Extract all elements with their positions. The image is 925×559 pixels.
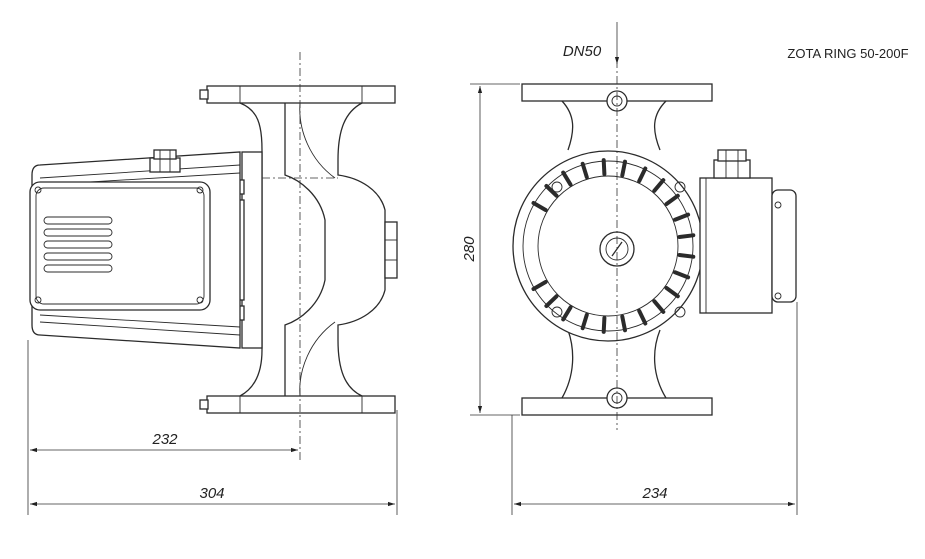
control-box [29,181,211,311]
cooling-fin [637,166,648,184]
stator-plate [241,151,263,349]
cooling-fin [601,315,607,334]
cooling-fin [601,158,607,177]
dimension-lines [27,22,798,515]
top-flange [206,85,396,104]
cooling-fin [637,308,648,326]
cooling-fin [677,233,696,239]
front-view [512,60,797,430]
dim-304-label: 304 [199,485,224,502]
bottom-flange [206,395,396,414]
dn-label: DN50 [563,43,602,60]
cooling-fin [664,193,680,206]
terminal-box [699,177,773,314]
dim-234-label: 234 [641,485,667,502]
front-cable-gland [713,149,751,179]
cooling-fin [673,212,691,222]
cooling-fin [561,305,573,322]
cooling-fins [531,158,696,334]
cooling-fin [652,178,666,193]
cooling-fin [620,314,627,333]
dim-232-label: 232 [151,431,178,448]
cooling-fin [531,201,548,212]
cooling-fin [544,184,559,198]
cooling-fin [561,170,573,187]
model-title: ZOTA RING 50-200F [787,46,908,61]
head-screws [551,181,686,318]
cooling-fin [673,270,691,280]
cooling-fin [677,253,696,259]
cooling-fin [652,299,666,314]
cooling-fin [531,280,548,291]
cooling-fin [580,161,589,180]
vent-slots [43,216,113,273]
dim-280-label: 280 [461,236,478,263]
cooling-fin [544,294,559,308]
side-view [29,52,398,462]
cooling-fin [620,159,627,178]
cable-gland [149,149,181,173]
cooling-fin [580,312,589,331]
cooling-fin [664,286,680,299]
